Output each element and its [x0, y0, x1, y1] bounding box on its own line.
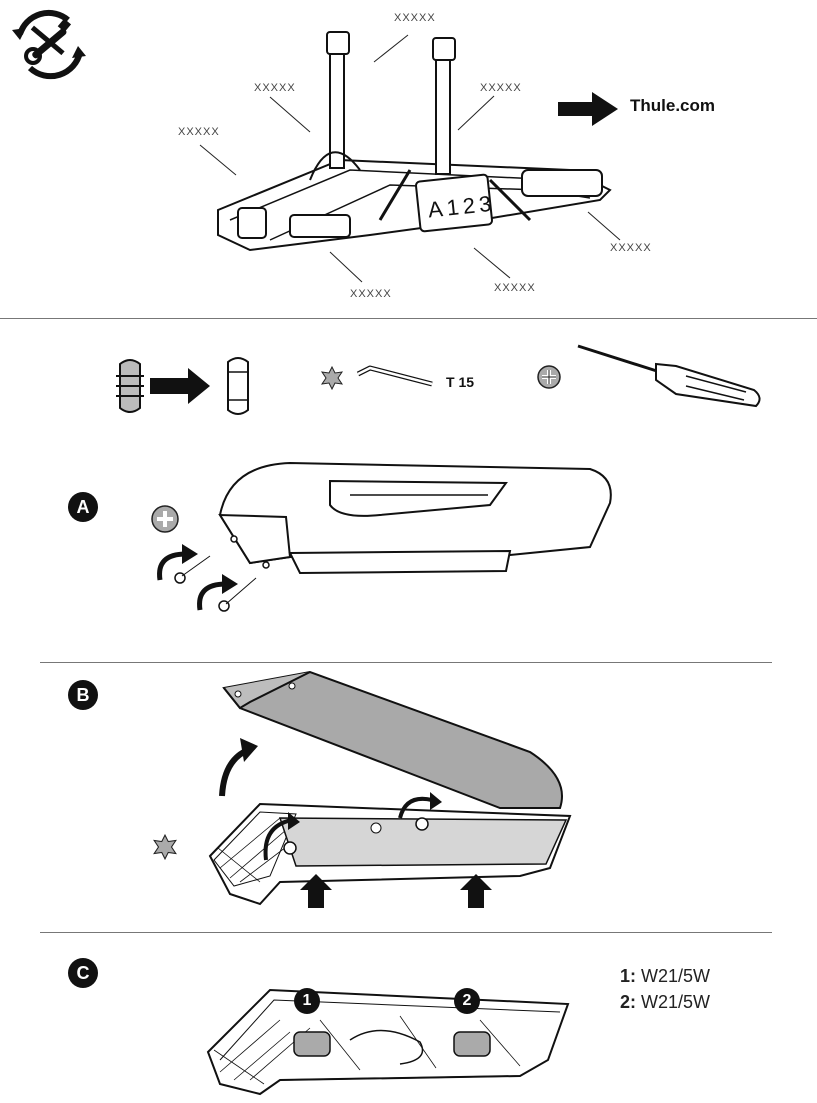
bike-carrier-illustration — [217, 31, 612, 252]
bulb-spec-type: W21/5W — [641, 992, 711, 1012]
callout-label: XXXXX — [480, 82, 522, 94]
section-divider — [40, 662, 772, 663]
callout-label: XXXXX — [254, 82, 296, 94]
step-b-badge: B — [68, 680, 98, 710]
bulb-spec-row: 1: W21/5W — [620, 966, 710, 987]
bulb-spec-type: W21/5W — [641, 966, 711, 986]
bulb-marker: 1 — [294, 988, 320, 1014]
screw-unscrew-icon — [157, 544, 257, 612]
callout-leader-lines — [199, 34, 621, 283]
phillips-head-icon — [151, 505, 179, 533]
step-a-badge: A — [68, 492, 98, 522]
torx-size-label: T 15 — [446, 374, 475, 390]
bulb-replace-icon — [116, 357, 249, 415]
torx-star-icon — [153, 833, 177, 861]
callout-label: XXXXX — [394, 12, 436, 24]
arrow-right-icon — [558, 92, 618, 126]
callout-label: XXXXX — [494, 282, 536, 294]
torx-star-icon — [320, 365, 344, 391]
screwdriver-icon — [577, 344, 761, 408]
bulb-spec-number: 2: — [620, 992, 637, 1012]
bulb-spec-row: 2: W21/5W — [620, 992, 710, 1013]
wrench-screwdriver-refresh-icon — [12, 9, 86, 80]
section-divider — [0, 318, 817, 319]
section-divider — [40, 932, 772, 933]
allen-key-icon — [356, 365, 433, 387]
tail-light-housing-closed — [218, 461, 612, 575]
tail-light-housing-bulbs — [206, 988, 570, 1096]
callout-label: XXXXX — [178, 126, 220, 138]
tail-light-housing-open — [208, 670, 572, 908]
callout-label: XXXXX — [350, 288, 392, 300]
thule-link[interactable]: Thule.com — [630, 96, 716, 115]
bulb-marker: 2 — [454, 988, 480, 1014]
phillips-head-icon — [537, 365, 561, 389]
step-c-badge: C — [68, 958, 98, 988]
bulb-spec-number: 1: — [620, 966, 637, 986]
callout-label: XXXXX — [610, 242, 652, 254]
